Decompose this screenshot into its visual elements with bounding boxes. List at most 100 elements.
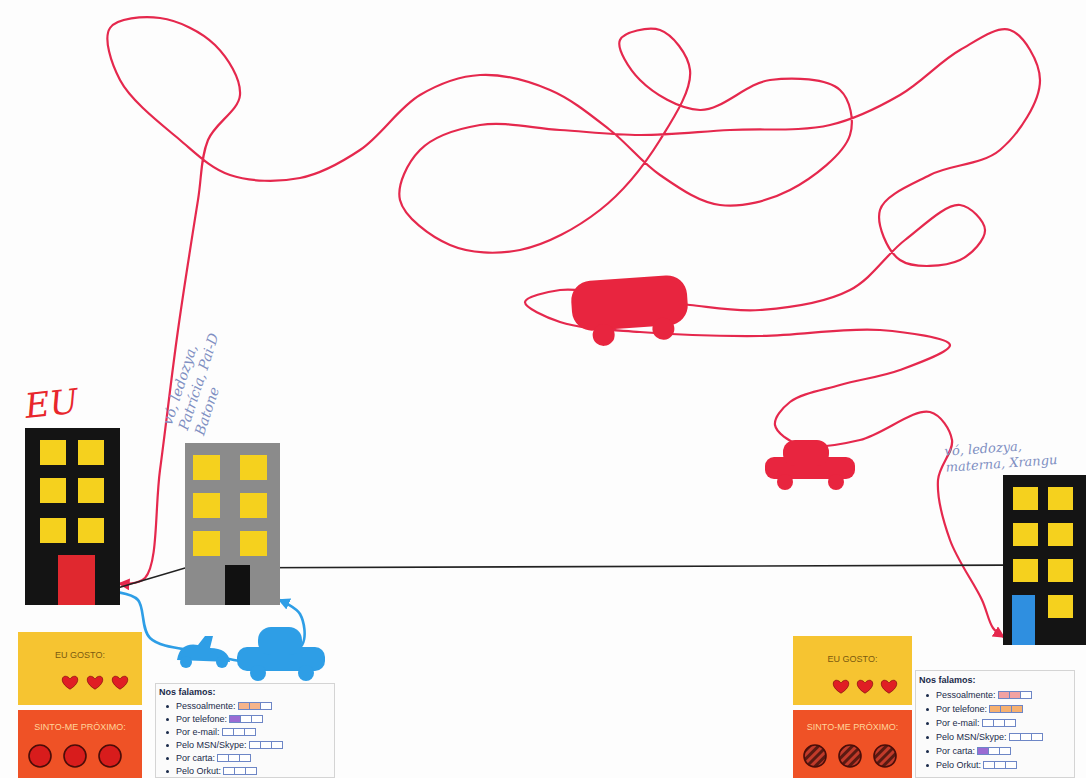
window [1048,523,1073,546]
circle-symbol [29,745,51,767]
list-item: Pessoalmente: [926,690,1032,700]
door [1012,595,1035,645]
window [1013,559,1038,582]
red-bus [570,274,690,348]
window [1013,487,1038,510]
card-heading: SINTO-ME PRÓXIMO: [18,722,142,732]
car-wheel [298,665,314,681]
contact-card: Nos falamos:Pessoalmente:Por telefone:Po… [915,670,1075,778]
list-item: Por e-mail: [166,727,256,737]
window [1048,487,1073,510]
item-text: Pelo MSN/Skype: [176,740,247,750]
window [240,493,267,518]
item-text: Por e-mail: [176,727,220,737]
building-body [1003,475,1086,645]
car-body [237,647,325,671]
item-text: Por carta: [176,753,215,763]
window [40,478,66,503]
item-text: Pessoalmente: [176,701,236,711]
card-heading: Nos falamos: [159,687,216,697]
window [78,478,104,503]
item-text: Pelo Orkut: [176,766,221,776]
window [193,455,220,480]
circle-symbol [839,745,861,767]
window [1048,595,1073,618]
building: vó, ledozya, materna, Xrangu [1003,475,1086,645]
door [225,565,250,605]
list-item: Pelo Orkut: [926,760,1017,770]
connector-line [107,17,1040,636]
car-cabin [783,440,829,466]
tick-box [271,741,283,749]
handwritten-label: EU [23,378,107,426]
bullet [166,770,169,773]
tick-box [239,754,251,762]
bullet [166,718,169,721]
list-item: Por carta: [166,753,251,763]
bus-body [570,274,689,332]
circle-symbol [64,745,86,767]
circle-symbol [874,745,896,767]
window [1013,523,1038,546]
blue-scooter [177,636,230,668]
bullet [166,744,169,747]
item-text: Por e-mail: [936,718,980,728]
tick-box [245,767,257,775]
circle-symbol [804,745,826,767]
bullet [926,750,929,753]
label-card: SINTO-ME PRÓXIMO: [793,710,912,778]
building-body [185,443,280,605]
building: EU [25,428,120,605]
scooter-body [177,636,230,662]
card-heading: SINTO-ME PRÓXIMO: [793,722,912,732]
bullet [166,731,169,734]
window [40,440,66,465]
item-text: Por telefone: [936,704,987,714]
red-car [765,440,855,490]
car-wheel [828,474,844,490]
heart-symbol [62,676,77,689]
tick-box [1004,719,1016,727]
heart-symbol [112,676,127,689]
list-item: Por telefone: [166,714,263,724]
list-item: Pelo Orkut: [166,766,257,776]
list-item: Pelo MSN/Skype: [166,740,283,750]
bullet [926,708,929,711]
tick-box [999,747,1011,755]
building-body [25,428,120,605]
heart-symbol [881,680,896,693]
building-shape [185,443,280,605]
car-body [765,457,855,479]
list-item: Por carta: [926,746,1011,756]
tick-box [1031,733,1043,741]
tick-box [1020,691,1032,699]
scooter-wheel [180,656,192,668]
heart-symbol [833,680,848,693]
window [40,518,66,543]
bullet [926,736,929,739]
card-heading: EU GOSTO: [793,654,912,664]
label-card: EU GOSTO: [18,632,142,705]
card-decoration [793,710,912,778]
list-item: Pelo MSN/Skype: [926,732,1043,742]
item-text: Pelo Orkut: [936,760,981,770]
window [193,493,220,518]
bullet [926,722,929,725]
circle-symbol [99,745,121,767]
window [240,455,267,480]
car-wheel [250,665,266,681]
list-item: Pessoalmente: [166,701,272,711]
building-shape [1003,475,1086,645]
item-text: Pessoalmente: [936,690,996,700]
list-item: Por e-mail: [926,718,1016,728]
building: vó, ledozya, Patrícia, Pai-D Batone [185,443,280,605]
blue-car [237,627,325,681]
card-decoration [18,632,142,705]
tick-box [260,702,272,710]
door [58,555,95,605]
label-card: SINTO-ME PRÓXIMO: [18,710,142,778]
tick-box [1005,761,1017,769]
